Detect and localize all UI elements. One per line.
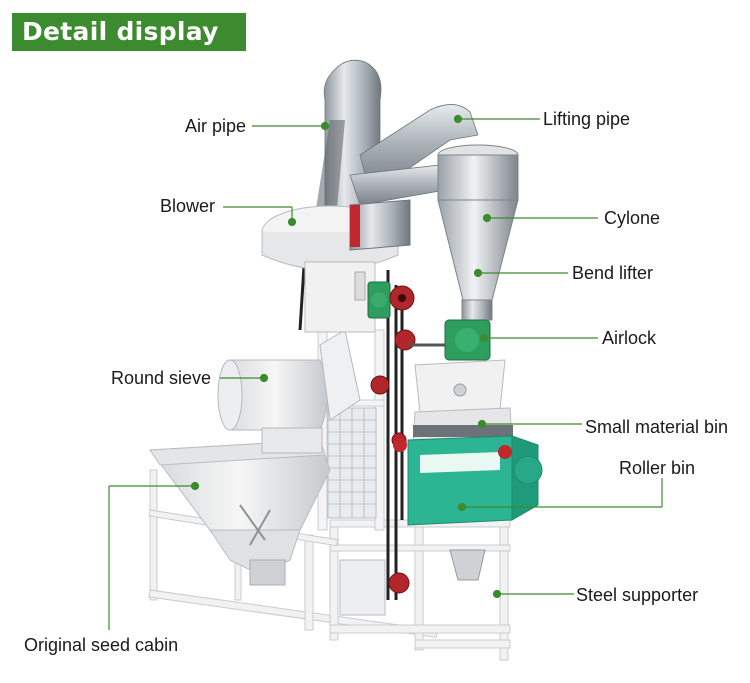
mesh-guard [327,407,386,616]
label-bend-lifter: Bend lifter [572,263,654,283]
label-air-pipe: Air pipe [185,116,247,136]
label-lifting-pipe: Lifting pipe [543,109,631,129]
title-banner: Detail display [12,13,246,51]
cyclone [437,144,519,321]
roller-bin [393,435,543,526]
label-blower: Blower [160,196,216,216]
blower [261,199,411,333]
leader-lines [108,114,663,630]
label-cyclone: Cylone [604,208,661,228]
label-steel-supporter: Steel supporter [576,585,699,605]
outlet-chute [449,549,486,581]
lifting-pipe [349,104,479,206]
label-small-material-bin: Small material bin [585,417,729,437]
label-round-sieve: Round sieve [111,368,212,388]
label-original-seed-cabin: Original seed cabin [24,635,179,655]
blower-motor [367,281,391,319]
label-airlock: Airlock [602,328,657,348]
small-material-bin [412,359,513,446]
seed-cabin-hopper [149,439,331,586]
label-roller-bin: Roller bin [619,458,696,478]
airlock [410,319,491,361]
title-text: Detail display [22,17,219,46]
